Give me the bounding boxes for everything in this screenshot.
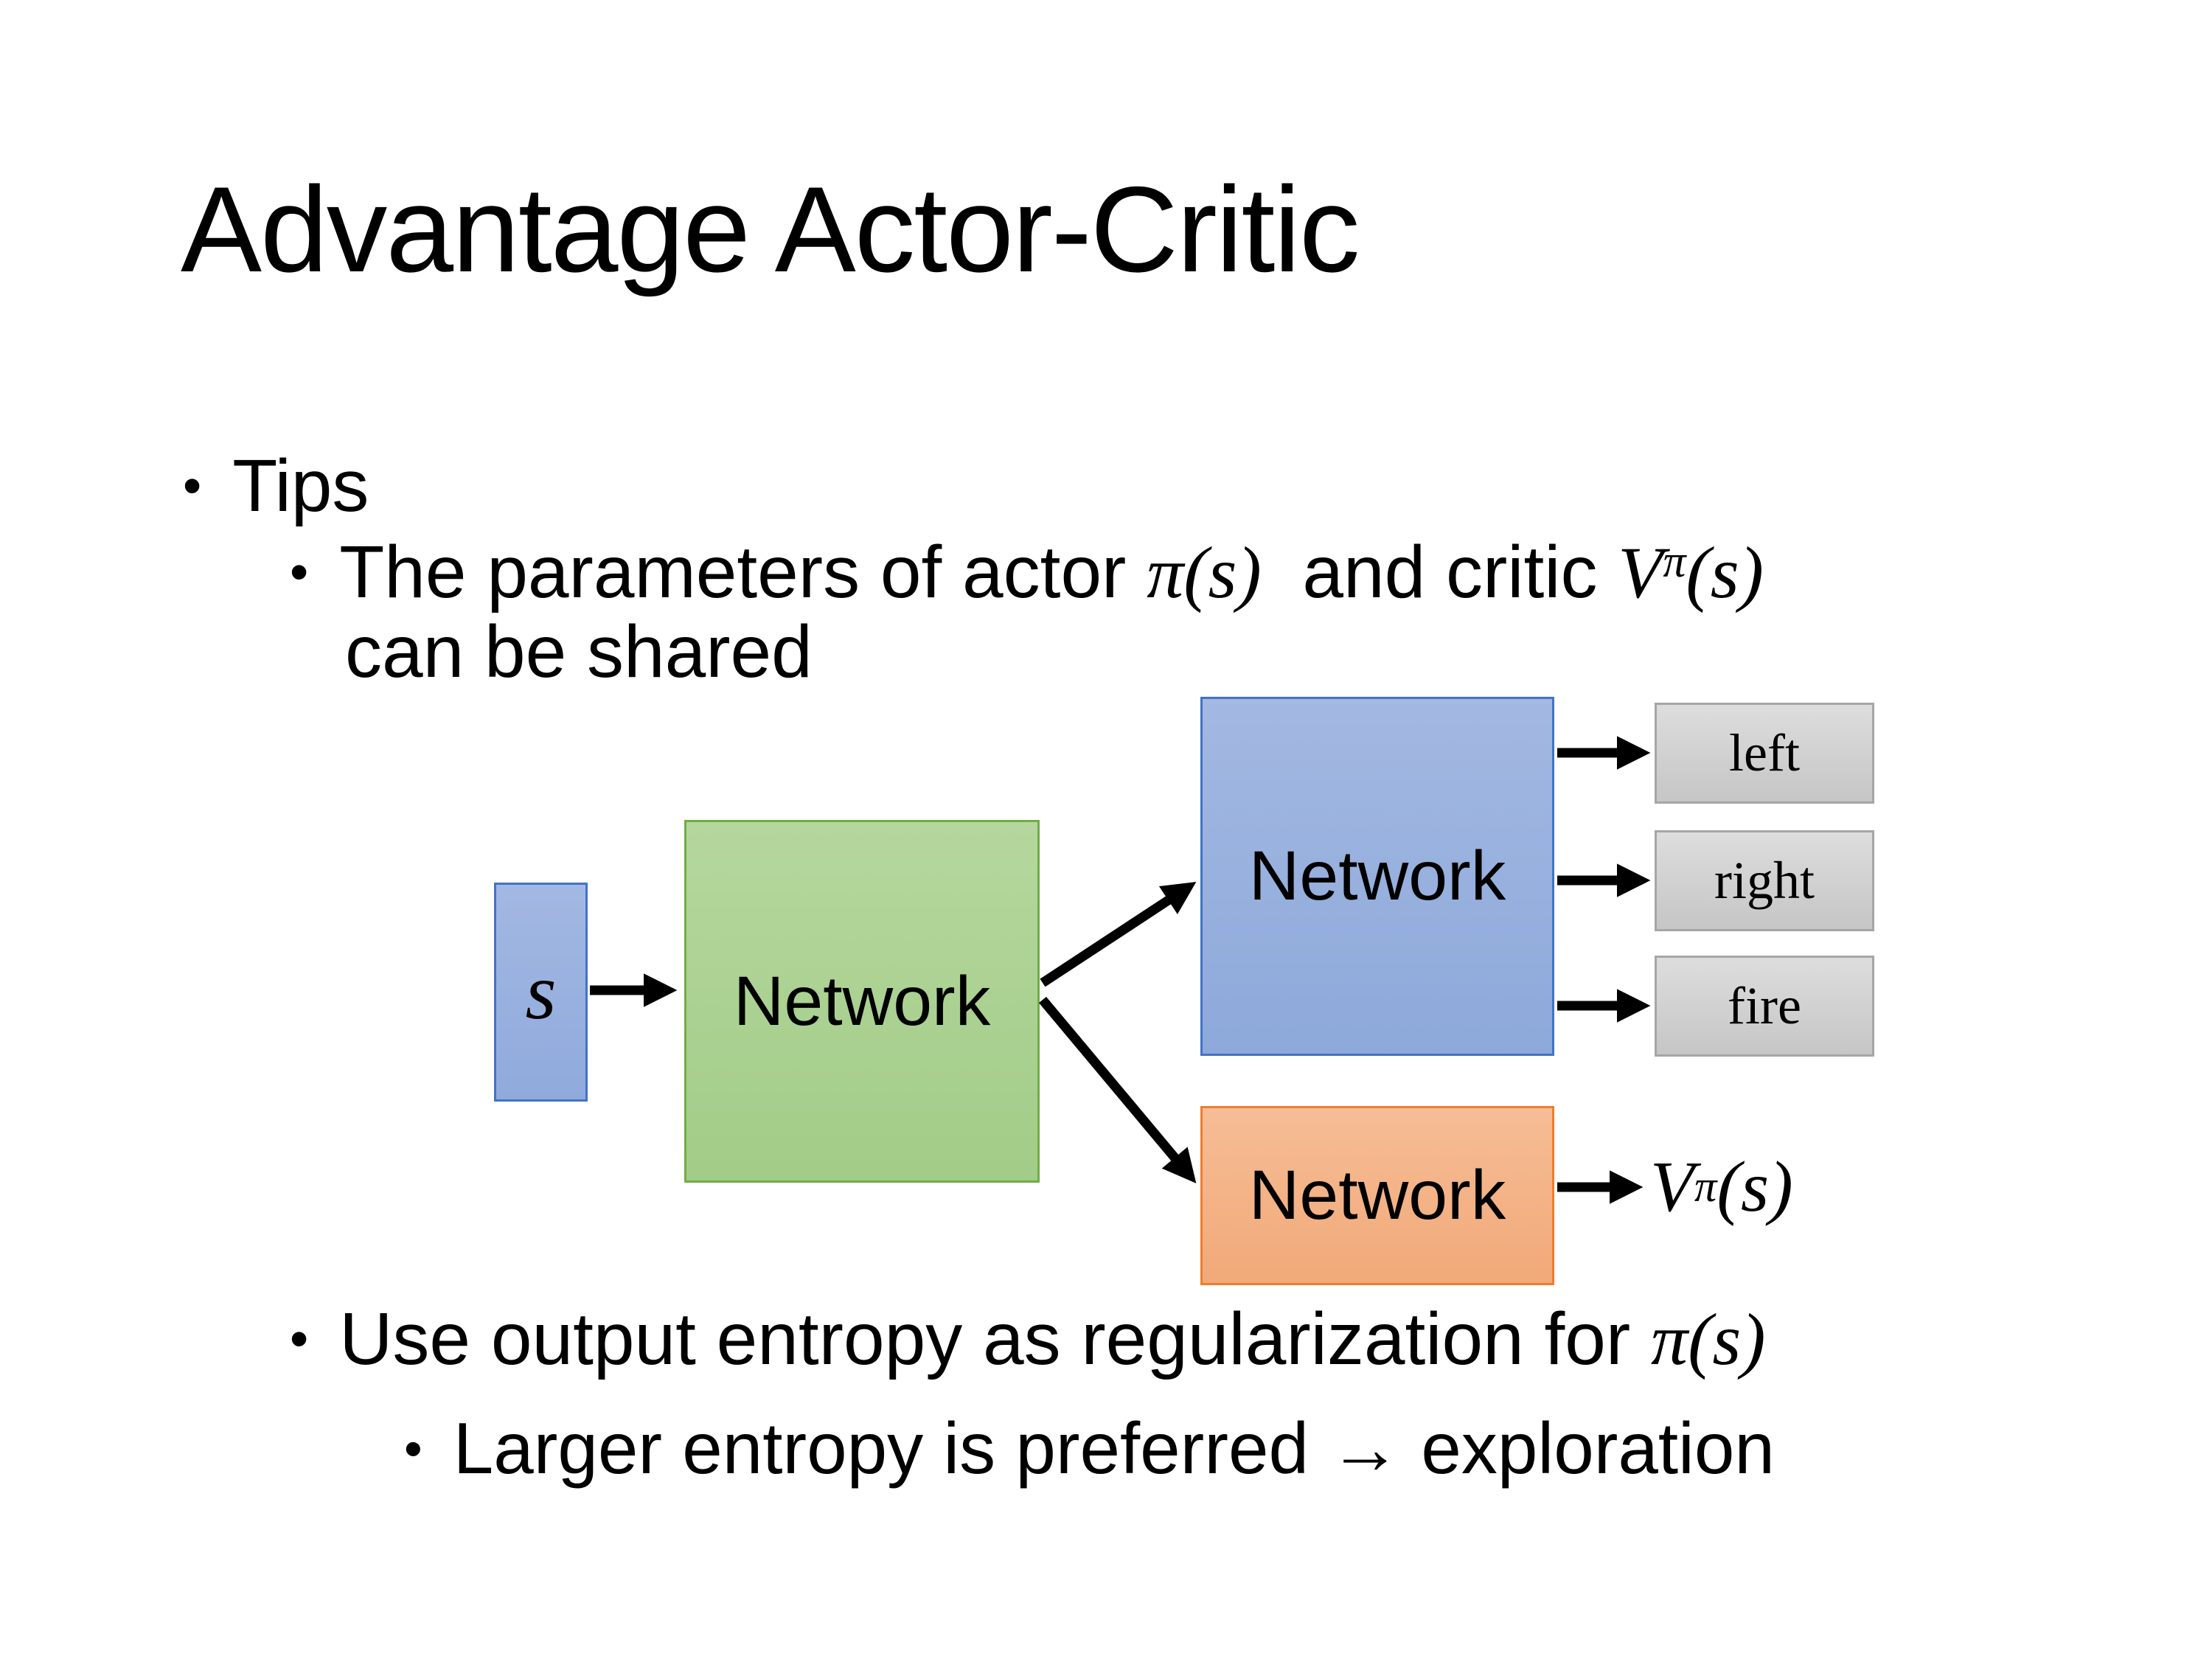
arrow-shared-to-actor [1040, 882, 1197, 987]
shared-params-mid: and critic [1261, 531, 1618, 613]
actor-network-box: Network [1200, 697, 1554, 1056]
shared-params-pre: The parameters of actor [339, 531, 1147, 613]
value-sup-pi: π [1663, 537, 1686, 588]
bullet-shared-params: • The parameters of actor π(s) and criti… [290, 532, 1764, 613]
value-v: V [1618, 532, 1663, 613]
actor-policy-math: π(s) [1147, 532, 1262, 613]
tips-text: Tips [232, 445, 369, 527]
shared-params-text: The parameters of actor π(s) and critic … [339, 532, 1764, 613]
entropy-policy-math: π(s) [1650, 1298, 1766, 1380]
value-args: (s) [1686, 532, 1764, 613]
entropy-text: Use output entropy as regularization for… [339, 1299, 1765, 1380]
page-title: Advantage Actor-Critic [181, 161, 1360, 297]
exploration-text: Larger entropy is preferred → exploratio… [453, 1408, 1775, 1489]
entropy-pre: Use output entropy as regularization for [339, 1298, 1651, 1380]
bullet-exploration: • Larger entropy is preferred → explorat… [404, 1408, 1775, 1489]
action-left-box: left [1655, 703, 1874, 804]
critic-network-label: Network [1248, 1156, 1506, 1234]
bullet-shared-params-line2: can be shared [345, 612, 813, 692]
bullet-entropy-regularization: • Use output entropy as regularization f… [290, 1299, 1766, 1380]
shared-network-label: Network [733, 961, 991, 1040]
actor-network-label: Network [1248, 837, 1506, 915]
state-label: s [525, 947, 557, 1036]
shared-params-line2-text: can be shared [345, 611, 813, 693]
bullet-marker: • [290, 543, 309, 602]
action-fire-label: fire [1728, 976, 1801, 1035]
arrow-shared-to-critic [1039, 996, 1197, 1183]
state-box: s [494, 883, 588, 1102]
critic-value-math: Vπ(s) [1618, 532, 1764, 613]
value-output-args: (s) [1717, 1147, 1793, 1227]
value-output-v: V [1650, 1147, 1694, 1227]
bullet-marker: • [404, 1419, 422, 1478]
bullet-marker: • [183, 456, 202, 515]
action-right-label: right [1714, 851, 1815, 910]
action-fire-box: fire [1655, 956, 1874, 1057]
action-right-box: right [1655, 830, 1874, 931]
bullet-marker: • [290, 1310, 309, 1368]
shared-network-box: Network [684, 820, 1040, 1183]
action-left-label: left [1729, 723, 1800, 782]
bullet-tips: • Tips [183, 446, 369, 526]
critic-network-box: Network [1200, 1106, 1554, 1285]
